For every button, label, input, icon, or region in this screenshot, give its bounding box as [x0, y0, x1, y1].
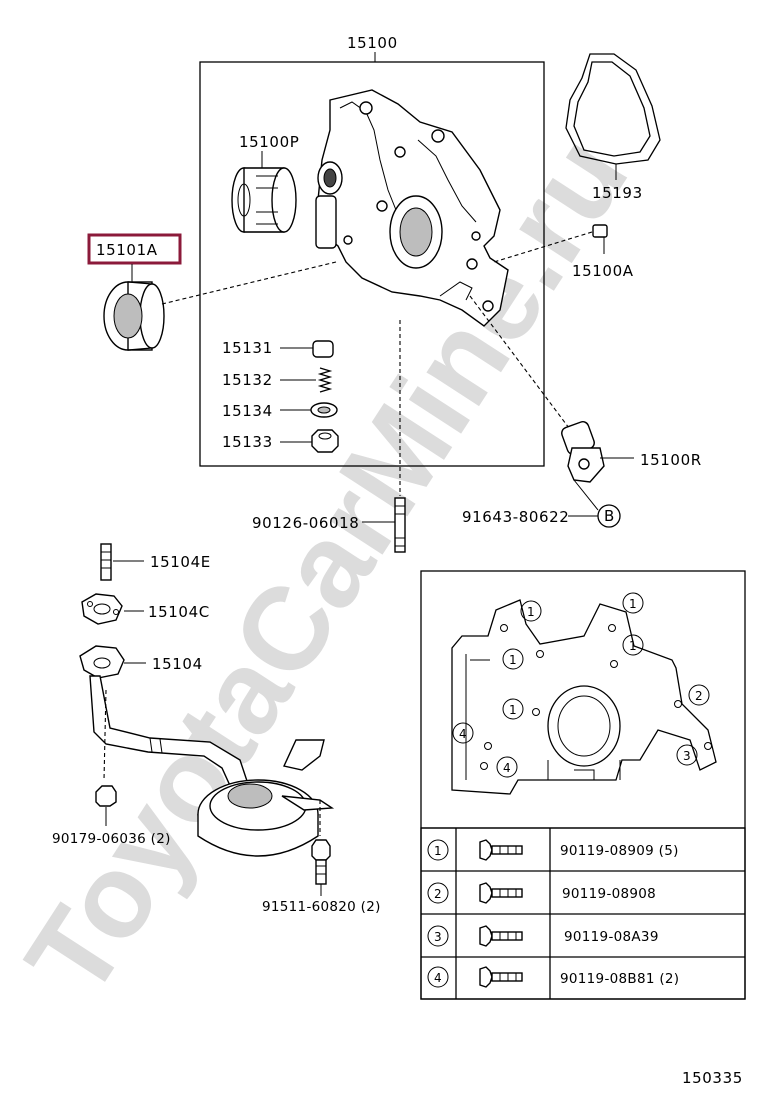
callout-90126-06018[interactable]: 90126-06018 — [252, 514, 359, 532]
inset-marker-4: 4 — [496, 756, 518, 778]
callout-15132[interactable]: 15132 — [222, 371, 273, 389]
rotor-15100P[interactable]: 15100P — [231, 133, 299, 233]
main-assembly-group: 15100 — [199, 34, 545, 467]
gasket-15193[interactable]: 15193 — [565, 53, 661, 202]
callout-15100R[interactable]: 15100R — [640, 451, 702, 469]
callout-91511-60820[interactable]: 91511-60820 (2) — [262, 899, 381, 915]
bolt-part-number: 90119-08908 — [562, 886, 656, 902]
callout-15134[interactable]: 15134 — [222, 402, 273, 420]
inset-marker-3: 3 — [676, 744, 698, 766]
relief-valve-plunger-15131[interactable]: 15131 — [222, 339, 334, 358]
bolt-91511-60820[interactable]: 91511-60820 (2) — [262, 800, 381, 915]
assembly-frame — [199, 61, 545, 467]
oil-pump-body[interactable] — [315, 89, 509, 327]
svg-text:3: 3 — [434, 930, 442, 944]
stud-15104E[interactable]: 15104E — [100, 543, 211, 581]
svg-text:4: 4 — [503, 761, 511, 775]
inset-marker-1: 1 — [502, 648, 524, 670]
callout-15104[interactable]: 15104 — [152, 655, 203, 673]
callout-90179-06036[interactable]: 90179-06036 (2) — [52, 831, 171, 847]
stud-90126-06018[interactable]: 90126-06018 — [252, 320, 406, 553]
inset-marker-1: 1 — [502, 698, 524, 720]
relief-valve-spring-15132[interactable]: 15132 — [222, 367, 333, 393]
inset-marker-2: 2 — [688, 684, 710, 706]
bolt-location-inset: 1 1 1 1 1 2 3 4 — [420, 570, 746, 1000]
callout-15100[interactable]: 15100 — [347, 34, 398, 52]
table-row[interactable]: 2 90119-08908 — [427, 882, 656, 904]
table-row[interactable]: 3 90119-08A39 — [427, 925, 659, 947]
table-row[interactable]: 1 90119-08909 (5) — [427, 839, 679, 861]
bolt-part-number: 90119-08B81 (2) — [560, 971, 679, 987]
callout-15133[interactable]: 15133 — [222, 433, 273, 451]
svg-text:2: 2 — [434, 887, 442, 901]
callout-15131[interactable]: 15131 — [222, 339, 273, 357]
bolt-table: 1 90119-08909 (5) 2 90119-08908 3 — [420, 827, 746, 1000]
inset-marker-4: 4 — [452, 722, 474, 744]
ref-marker-b: B — [604, 507, 615, 525]
svg-text:4: 4 — [434, 971, 442, 985]
callout-15100P[interactable]: 15100P — [239, 133, 299, 151]
svg-text:1: 1 — [527, 605, 535, 619]
svg-text:3: 3 — [683, 749, 691, 763]
inset-marker-1: 1 — [622, 634, 644, 656]
svg-text:4: 4 — [459, 727, 467, 741]
bolt-part-number: 90119-08A39 — [564, 929, 659, 945]
inset-marker-1: 1 — [520, 600, 542, 622]
relief-valve-washer-15134[interactable]: 15134 — [222, 402, 338, 420]
callout-15104C[interactable]: 15104C — [148, 603, 210, 621]
pin-15100A[interactable]: 15100A — [493, 224, 634, 280]
nut-90179-06036[interactable]: 90179-06036 (2) — [52, 785, 171, 847]
svg-text:2: 2 — [695, 689, 703, 703]
highlight-box — [87, 233, 182, 265]
svg-text:1: 1 — [629, 639, 637, 653]
callout-15100A[interactable]: 15100A — [572, 262, 634, 280]
relief-valve-plug-15133[interactable]: 15133 — [222, 429, 339, 453]
oil-seal-15101A[interactable]: 15101A — [87, 233, 337, 351]
bolt-91643-80622[interactable]: 91643-80622 B — [462, 504, 621, 528]
svg-text:1: 1 — [509, 653, 517, 667]
callout-15193[interactable]: 15193 — [592, 184, 643, 202]
oil-pressure-sensor-15100R[interactable]: 15100R — [469, 295, 702, 511]
table-row[interactable]: 4 90119-08B81 (2) — [427, 966, 679, 988]
svg-text:1: 1 — [434, 844, 442, 858]
bolt-part-number: 90119-08909 (5) — [560, 843, 679, 859]
svg-text:1: 1 — [629, 597, 637, 611]
callout-15104E[interactable]: 15104E — [150, 553, 211, 571]
oil-strainer-15104[interactable]: 15104 — [79, 645, 335, 857]
callout-15101A[interactable]: 15101A — [96, 241, 158, 259]
gasket-15104C[interactable]: 15104C — [81, 593, 210, 625]
callout-91643-80622[interactable]: 91643-80622 — [462, 508, 569, 526]
svg-text:1: 1 — [509, 703, 517, 717]
inset-marker-1: 1 — [622, 592, 644, 614]
drawing-number: 150335 — [682, 1069, 743, 1087]
